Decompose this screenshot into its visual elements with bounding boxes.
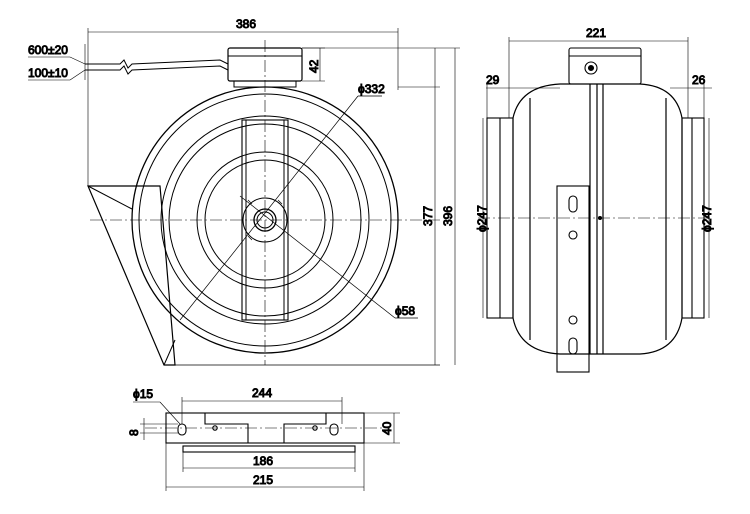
side-bracket bbox=[556, 185, 603, 373]
front-dimensions bbox=[28, 28, 460, 365]
dim-bracket-height: 40 bbox=[380, 421, 394, 435]
front-view: 386 600±20 100±10 42 ϕ332 ϕ58 377 396 bbox=[28, 17, 460, 366]
side-drum bbox=[512, 83, 683, 355]
dim-hole-diameter: ϕ15 bbox=[133, 387, 153, 401]
dim-hole-span: 244 bbox=[252, 386, 272, 400]
dim-impeller-diameter: ϕ332 bbox=[358, 82, 385, 96]
front-centerlines bbox=[90, 40, 440, 365]
dim-slot-width: 8 bbox=[127, 429, 141, 436]
dim-right-spigot: 26 bbox=[692, 73, 706, 87]
cable bbox=[85, 59, 229, 75]
front-leaders bbox=[179, 95, 418, 321]
dim-height-377: 377 bbox=[421, 206, 435, 226]
dim-height-396: 396 bbox=[441, 206, 455, 226]
front-housing bbox=[87, 86, 440, 366]
dim-outer-span: 215 bbox=[253, 473, 273, 487]
dim-right-duct-diameter: ϕ247 bbox=[700, 205, 714, 232]
dim-width-386: 386 bbox=[236, 17, 256, 31]
bracket-dimensions bbox=[133, 397, 400, 491]
dim-box-height: 42 bbox=[307, 59, 321, 73]
dim-left-duct-diameter: ϕ247 bbox=[475, 205, 489, 232]
side-terminal-box bbox=[568, 47, 642, 85]
dim-side-width: 221 bbox=[586, 26, 606, 40]
dim-inner-span: 186 bbox=[253, 454, 273, 468]
dim-cable-strip: 100±10 bbox=[28, 66, 68, 80]
side-view: 221 29 26 ϕ247 ϕ247 bbox=[475, 26, 715, 373]
dim-cable-length: 600±20 bbox=[28, 43, 68, 57]
dim-left-spigot: 29 bbox=[486, 73, 500, 87]
dim-hub-diameter: ϕ58 bbox=[395, 304, 415, 318]
bracket-view: 244 ϕ15 8 40 186 215 bbox=[127, 386, 400, 491]
side-dimensions bbox=[482, 37, 712, 318]
bracket-plate bbox=[165, 412, 365, 453]
